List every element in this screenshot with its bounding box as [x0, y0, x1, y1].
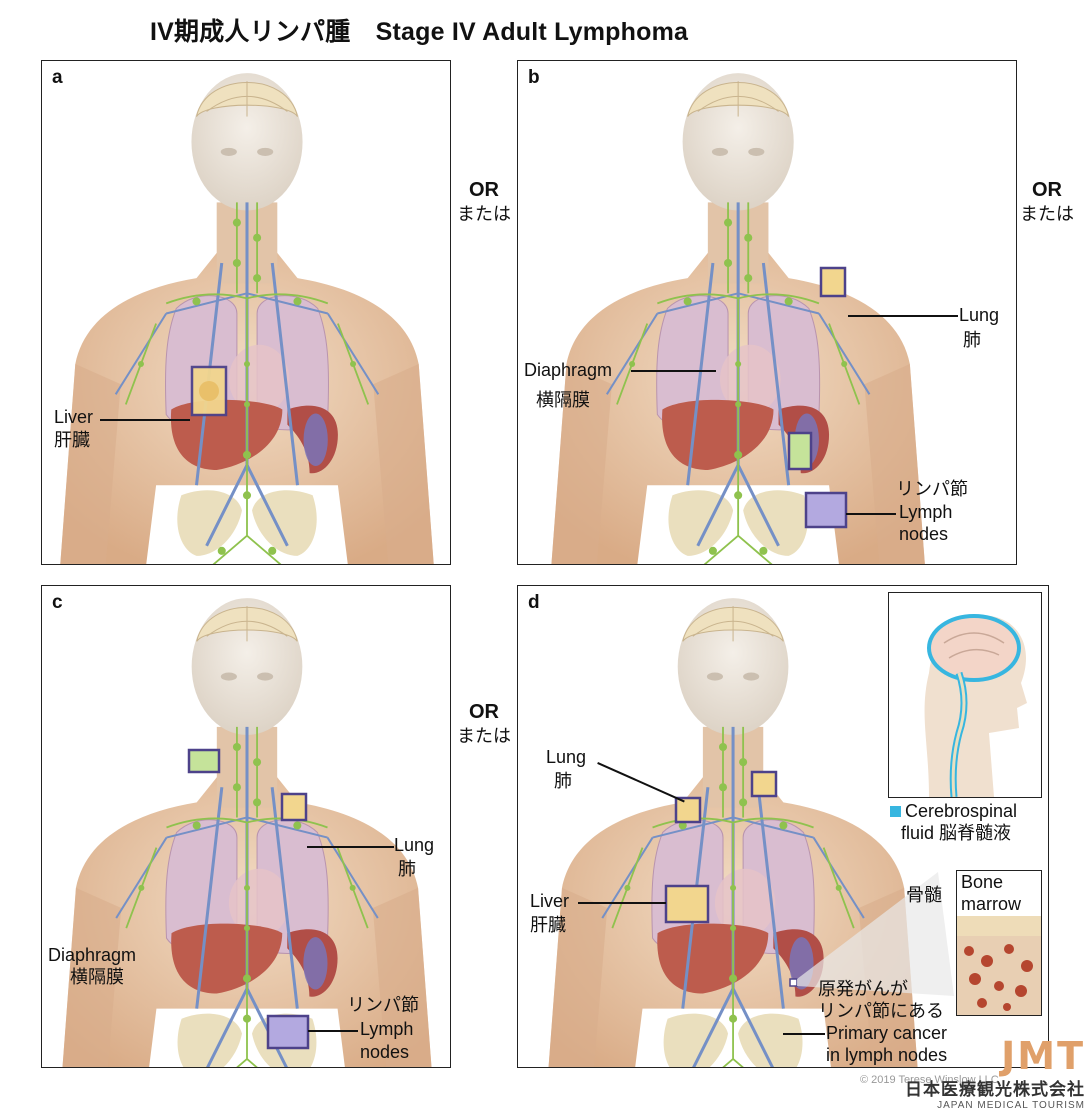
lung-leader-line: [307, 846, 394, 848]
liver-leader-line: [578, 902, 666, 904]
liver-leader-line: [100, 419, 190, 421]
lung-label-jp: 肺: [554, 771, 572, 791]
diaphragm-label-jp: 横隔膜: [536, 390, 590, 410]
lung-leader-line: [848, 315, 958, 317]
panel-label: c: [52, 592, 63, 613]
tumor-boxes: [664, 770, 954, 996]
lymph-label-en-2: nodes: [899, 524, 949, 544]
tumor-boxes: [787, 266, 848, 529]
diaphragm-label-en: Diaphragm: [48, 945, 137, 965]
tumor-box-liver: [190, 365, 228, 417]
lymph-label-en-1: Lymph: [899, 502, 953, 522]
liver-label-en: Liver: [54, 407, 94, 427]
primary-label-jp-2: リンパ節にある: [818, 1001, 944, 1021]
panel-label: d: [528, 592, 540, 613]
lymph-label-en-2: nodes: [360, 1042, 410, 1062]
bone-marrow-illustration: [957, 916, 1041, 1015]
panel-a: a Liver 肝臓: [41, 60, 451, 565]
diaphragm-leader-line: [631, 370, 716, 372]
lung-label-en: Lung: [959, 305, 1000, 325]
bone-marrow-inset: [956, 870, 1042, 1016]
liver-label-en: Liver: [530, 891, 570, 911]
csf-inset: [888, 592, 1042, 798]
liver-label-jp: 肝臓: [530, 915, 566, 935]
logo-en: JAPAN MEDICAL TOURISM: [937, 1100, 1085, 1111]
logo-jp: 日本医療観光株式会社: [905, 1080, 1085, 1099]
panel-b: b Lung 肺 Diaphragm 横隔膜 リンパ節 Lymph nodes: [517, 60, 1017, 565]
lymph-label-jp: リンパ節: [896, 479, 968, 499]
company-logo: JMT 日本医療観光株式会社 JAPAN MEDICAL TOURISM: [905, 1037, 1085, 1111]
csf-label-en-1: Cerebrospinal: [890, 800, 1017, 822]
panel-d: d Cerebrospinal fluid 脳脊髄液 Bone marrow 骨…: [517, 585, 1049, 1068]
head-spine-illustration: [924, 614, 1027, 797]
csf-color-swatch: [890, 806, 901, 817]
lung-label-en: Lung: [394, 835, 435, 855]
diaphragm-label-jp: 横隔膜: [70, 967, 124, 987]
tumor-boxes: [187, 748, 310, 1050]
marrow-label-jp: 骨髄: [906, 885, 942, 905]
primary-leader-line: [783, 1033, 825, 1035]
marrow-label-en-1: Bone: [961, 872, 1004, 892]
lymph-label-en-1: Lymph: [360, 1019, 414, 1039]
lymph-leader-line: [308, 1030, 358, 1032]
lymph-label-jp: リンパ節: [347, 995, 419, 1015]
lung-label-en: Lung: [546, 747, 587, 767]
marrow-label-en-2: marrow: [961, 894, 1022, 914]
panel-label: b: [528, 67, 540, 88]
diaphragm-label-en: Diaphragm: [524, 360, 613, 380]
primary-label-en-1: Primary cancer: [826, 1023, 948, 1043]
panel-c: c Lung 肺 Diaphragm 横隔膜 リンパ節 Lymph nodes: [41, 585, 451, 1068]
lymph-leader-line: [846, 513, 896, 515]
liver-label-jp: 肝臓: [54, 430, 90, 450]
primary-label-jp-1: 原発がんが: [818, 979, 908, 999]
primary-label-en-2: in lymph nodes: [826, 1045, 948, 1065]
csf-label-line-2: fluid 脳脊髄液: [901, 823, 1012, 843]
panel-label: a: [52, 67, 63, 88]
copyright-text: © 2019 Terese Winslow LLC: [860, 1074, 999, 1086]
figure-title: IV期成人リンパ腫 Stage IV Adult Lymphoma: [150, 18, 689, 46]
lung-label-jp: 肺: [963, 330, 981, 350]
logo-mark: JMT: [1001, 1034, 1085, 1078]
lung-label-jp: 肺: [398, 859, 416, 879]
